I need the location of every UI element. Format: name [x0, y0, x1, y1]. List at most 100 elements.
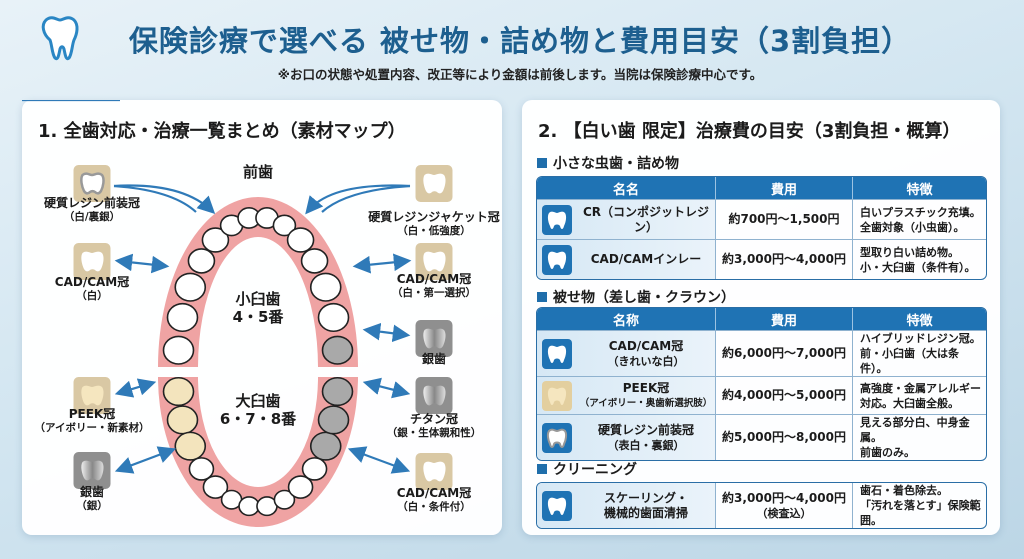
molar-name: 大臼歯 — [235, 392, 281, 410]
peek-crown-icon — [542, 380, 572, 411]
material-name: PEEK冠 — [68, 407, 116, 421]
material-label: 銀歯 — [422, 352, 446, 366]
lower-tooth — [317, 405, 350, 435]
lower-tooth — [287, 475, 314, 499]
treatment-name: 硬質レジン前装冠 — [597, 422, 694, 437]
table-row: 硬質レジン前装冠（表白・裏銀） 約5,000円～8,000円見える部分白、中身金属… — [537, 414, 986, 460]
feature-line: ハイブリッドレジン冠。 — [860, 332, 981, 345]
feature-line: 歯石・着色除去。 — [860, 484, 948, 497]
material-name: CAD/CAM冠 — [54, 275, 130, 289]
material-name: CAD/CAM冠 — [396, 486, 472, 500]
cost-value: 約3,000円～4,000円 — [722, 490, 846, 505]
white-crown-icon — [415, 453, 453, 490]
treatment-name: PEEK冠 — [622, 380, 670, 395]
tooth-logo-icon — [41, 16, 79, 61]
cadcam-crown-icon — [542, 338, 572, 369]
col-header-cost: 費用 — [715, 308, 852, 330]
white-crown-icon — [73, 243, 111, 280]
arrow — [347, 446, 411, 474]
molar-number: 6・7・8番 — [219, 410, 297, 428]
arrow — [362, 377, 411, 399]
cost-guide-title: 2. 【白い歯 限定】治療費の目安（3割負担・概算） — [538, 121, 961, 142]
premolar-number: 4・5番 — [232, 308, 284, 326]
col-header-feature: 特徴 — [852, 308, 986, 330]
treatment-feature: ハイブリッドレジン冠。前・小臼歯（大は条件）。 — [852, 330, 986, 376]
col-header-cost: 費用 — [715, 177, 852, 199]
material-label: 硬質レジン前装冠（白/裏銀） — [44, 196, 140, 224]
table-row: PEEK冠（アイボリー・奥歯新選択肢）約4,000円～5,000円高強度・金属ア… — [537, 376, 986, 414]
treatment-subname: （アイボリー・奥歯新選択肢） — [579, 397, 713, 409]
arrow — [114, 378, 157, 398]
page-title: 保険診療で選べる 被せ物・詰め物と費用目安（3割負担） — [128, 24, 912, 58]
treatment-cost: 約4,000円～5,000円 — [715, 376, 852, 414]
upper-tooth — [272, 214, 297, 237]
silver-crown-icon — [415, 377, 453, 414]
silver-crown-icon — [415, 320, 453, 357]
feature-line: 全歯対象（小虫歯）。 — [860, 220, 965, 234]
treatment-subname: 機械的歯面清掃 — [603, 505, 688, 520]
fillings-table: 名名費用特徴 CR（コンポジットレジン）約700円～1,500円白いプラスチック… — [536, 176, 987, 280]
material-label: CAD/CAM冠（白） — [55, 275, 129, 303]
lower-tooth — [309, 431, 342, 461]
lower-tooth — [188, 457, 215, 481]
lower-tooth — [301, 457, 328, 481]
upper-tooth — [321, 335, 354, 365]
material-name: CAD/CAM冠 — [396, 272, 472, 286]
dental-arch-diagram — [22, 100, 412, 527]
cleaning-table: スケーリング・機械的歯面清掃 約3,000円～4,000円（検査込） 歯石・着色除去… — [536, 482, 987, 529]
feature-line: 「汚れを落とす」保険範囲。 — [860, 499, 981, 527]
inlay-icon — [542, 244, 572, 275]
treatment-subname: （きれいな白） — [607, 354, 685, 368]
lower-tooth — [238, 496, 260, 517]
treatment-subname: （表白・裏銀） — [607, 438, 685, 452]
table-row: スケーリング・機械的歯面清掃 約3,000円～4,000円（検査込） 歯石・着色除去… — [537, 483, 986, 528]
upper-tooth — [174, 272, 207, 302]
feature-line: 前歯のみ。 — [860, 446, 915, 459]
treatment-name: CR（コンポジットレジン） — [582, 204, 710, 234]
treatment-cost: 約5,000円～8,000円 — [715, 414, 852, 460]
upper-tooth — [201, 227, 230, 253]
treatment-name: スケーリング・ — [603, 490, 688, 505]
section-heading-fillings: 小さな虫歯・詰め物 — [537, 153, 679, 173]
treatment-cost: 約6,000円～7,000円 — [715, 330, 852, 376]
treatment-cost: 約3,000円～4,000円 — [715, 239, 852, 279]
material-label: PEEK冠（アイボリー・新素材） — [35, 407, 150, 435]
material-name: 銀歯 — [421, 352, 447, 366]
treatment-feature: 白いプラスチック充填。全歯対象（小虫歯）。 — [852, 199, 986, 239]
arrow — [113, 184, 216, 215]
cr-filling-icon — [542, 204, 572, 235]
feature-line: 小・大臼歯（条件有）。 — [860, 260, 976, 274]
feature-line: 型取り白い詰め物。 — [860, 245, 959, 259]
feature-line: 見える部分白、中身金属。 — [860, 416, 970, 444]
treatment-name: CAD/CAM冠 — [608, 338, 684, 353]
crowns-table: 名称費用特徴 CAD/CAM冠（きれいな白）約6,000円～7,000円ハイブリ… — [536, 307, 987, 461]
resin-facing-crown-icon — [542, 422, 572, 453]
table-row: CAD/CAMインレー約3,000円～4,000円型取り白い詰め物。小・大臼歯（… — [537, 239, 986, 279]
arrow — [321, 184, 411, 213]
section-heading-cleaning: クリーニング — [537, 459, 637, 479]
lower-tooth — [321, 376, 354, 407]
lower-tooth — [166, 405, 199, 435]
material-name: 硬質レジンジャケット冠 — [368, 210, 500, 224]
col-header-name: 名名 — [537, 177, 715, 199]
table-row: CR（コンポジットレジン）約700円～1,500円白いプラスチック充填。全歯対象… — [537, 199, 986, 239]
cost-note: （検査込） — [756, 506, 812, 520]
arrow — [305, 184, 411, 215]
lower-tooth — [273, 489, 296, 510]
material-label: CAD/CAM冠（白・第一選択） — [392, 272, 476, 300]
material-map-title: 1. 全歯対応・治療一覧まとめ（素材マップ） — [38, 121, 406, 142]
section-heading-crowns: 被せ物（差し歯・クラウン） — [537, 287, 735, 307]
feature-line: 前・小臼歯（大は条件）。 — [860, 347, 959, 375]
material-note: （アイボリー・新素材） — [34, 422, 150, 434]
material-note: （白・条件付） — [397, 501, 471, 513]
lower-tooth — [202, 475, 229, 499]
arrow — [114, 253, 170, 274]
cost-guide-panel: 2. 【白い歯 限定】治療費の目安（3割負担・概算） 小さな虫歯・詰め物 名名費… — [522, 100, 1000, 535]
arrow — [113, 184, 197, 213]
upper-tooth — [300, 248, 329, 274]
material-label: チタン冠（銀・生体親和性） — [387, 412, 482, 440]
upper-tooth — [166, 302, 199, 333]
feature-line: 対応。大臼歯全般。 — [860, 396, 959, 410]
